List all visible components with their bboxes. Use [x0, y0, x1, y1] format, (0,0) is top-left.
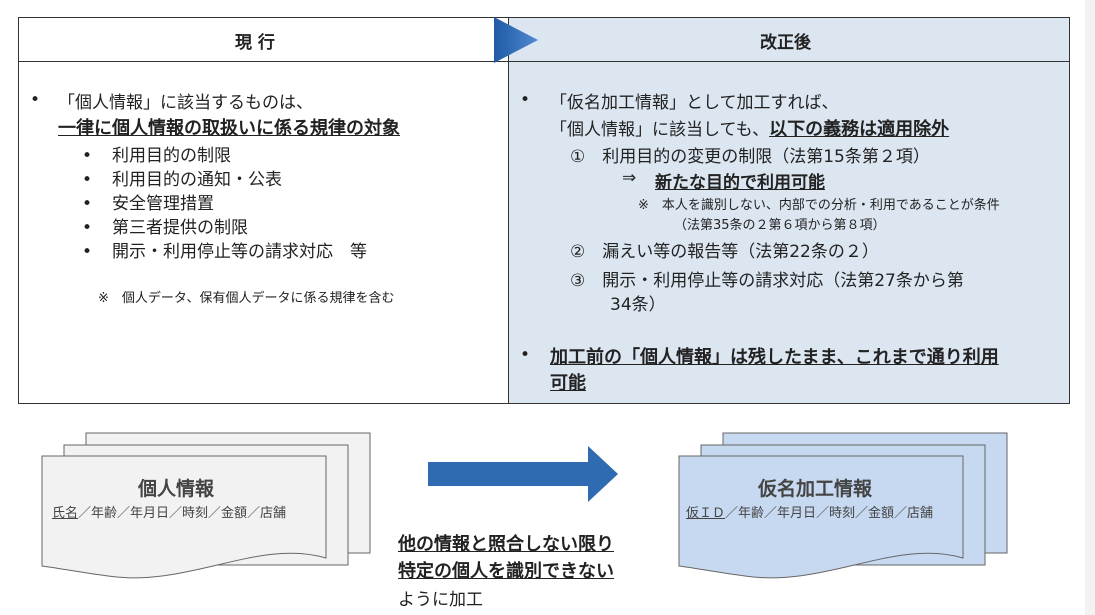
revised-item-3: ③ 開示・利用停止等の請求対応（法第27条から第	[570, 271, 964, 291]
right-doc-fields: 仮ＩＤ／年齢／年月日／時刻／金額／店舗	[686, 502, 933, 521]
personal-info-document-stack-icon	[41, 432, 371, 579]
caption-line-2: 特定の個人を識別できない	[398, 561, 614, 582]
header-arrow-icon	[494, 17, 538, 63]
left-doc-title: 個人情報	[138, 478, 215, 500]
caption-line-1: 他の情報と照合しない限り	[398, 534, 614, 555]
revised-item-1-result: 新たな目的で利用可能	[655, 173, 825, 193]
current-intro: 「個人情報」に該当するものは、	[58, 93, 313, 113]
pseudonymized-info-document-stack-icon	[678, 432, 1008, 579]
bullet: •	[520, 90, 531, 110]
right-doc-underlined: 仮ＩＤ	[686, 506, 726, 521]
left-doc-fields: 氏名／年齢／年月日／時刻／金額／店舗	[52, 502, 286, 521]
left-doc-underlined: 氏名	[52, 506, 79, 521]
revised-item-1-note: ※ 本人を識別しない、内部での分析・利用であることが条件	[638, 198, 1000, 213]
current-note: ※ 個人データ、保有個人データに係る規律を含む	[98, 291, 395, 306]
current-item-list: •利用目的の制限 •利用目的の通知・公表 •安全管理措置 •第三者提供の制限 •…	[82, 146, 367, 262]
list-item: 第三者提供の制限	[112, 218, 248, 238]
left-doc-rest: ／年齢／年月日／時刻／金額／店舗	[78, 506, 287, 521]
revised-intro2-emphasis: 以下の義務は適用除外	[769, 119, 950, 140]
revised-item-1-note2: （法第35条の２第６項から第８項）	[674, 218, 886, 233]
scrollbar[interactable]	[1085, 0, 1095, 615]
bullet: •	[520, 345, 531, 365]
revised-panel	[509, 62, 1070, 404]
caption-line-3: ように加工	[398, 590, 483, 610]
revised-bullet-2a: 加工前の「個人情報」は残したまま、これまで通り利用	[550, 347, 999, 368]
header-revised-label: 改正後	[760, 33, 811, 53]
bullet: •	[30, 90, 41, 110]
current-panel	[18, 62, 509, 404]
revised-intro: 「仮名加工情報」として加工すれば、	[550, 93, 839, 113]
right-doc-rest: ／年齢／年月日／時刻／金額／店舗	[725, 506, 934, 521]
arrow-symbol: ⇒	[622, 168, 637, 188]
revised-intro2: 「個人情報」に該当しても、以下の義務は適用除外	[550, 115, 949, 141]
revised-bullet-2b: 可能	[550, 373, 586, 394]
list-item: 開示・利用停止等の請求対応 等	[112, 242, 367, 262]
revised-item-2: ② 漏えい等の報告等（法第22条の２）	[570, 242, 879, 262]
header-current	[18, 17, 509, 62]
list-item: 利用目的の通知・公表	[112, 170, 282, 190]
list-item: 安全管理措置	[112, 194, 214, 214]
header-revised	[509, 17, 1070, 62]
current-emphasis: 一律に個人情報の取扱いに係る規律の対象	[58, 118, 400, 139]
header-current-label: 現 行	[235, 33, 275, 53]
revised-item-3b: 34条）	[610, 295, 666, 315]
right-doc-title: 仮名加工情報	[758, 478, 873, 500]
revised-item-1: ① 利用目的の変更の制限（法第15条第２項）	[570, 147, 930, 167]
process-arrow-icon	[428, 446, 618, 502]
revised-intro2-prefix: 「個人情報」に該当しても、	[550, 120, 770, 140]
list-item: 利用目的の制限	[112, 146, 231, 166]
